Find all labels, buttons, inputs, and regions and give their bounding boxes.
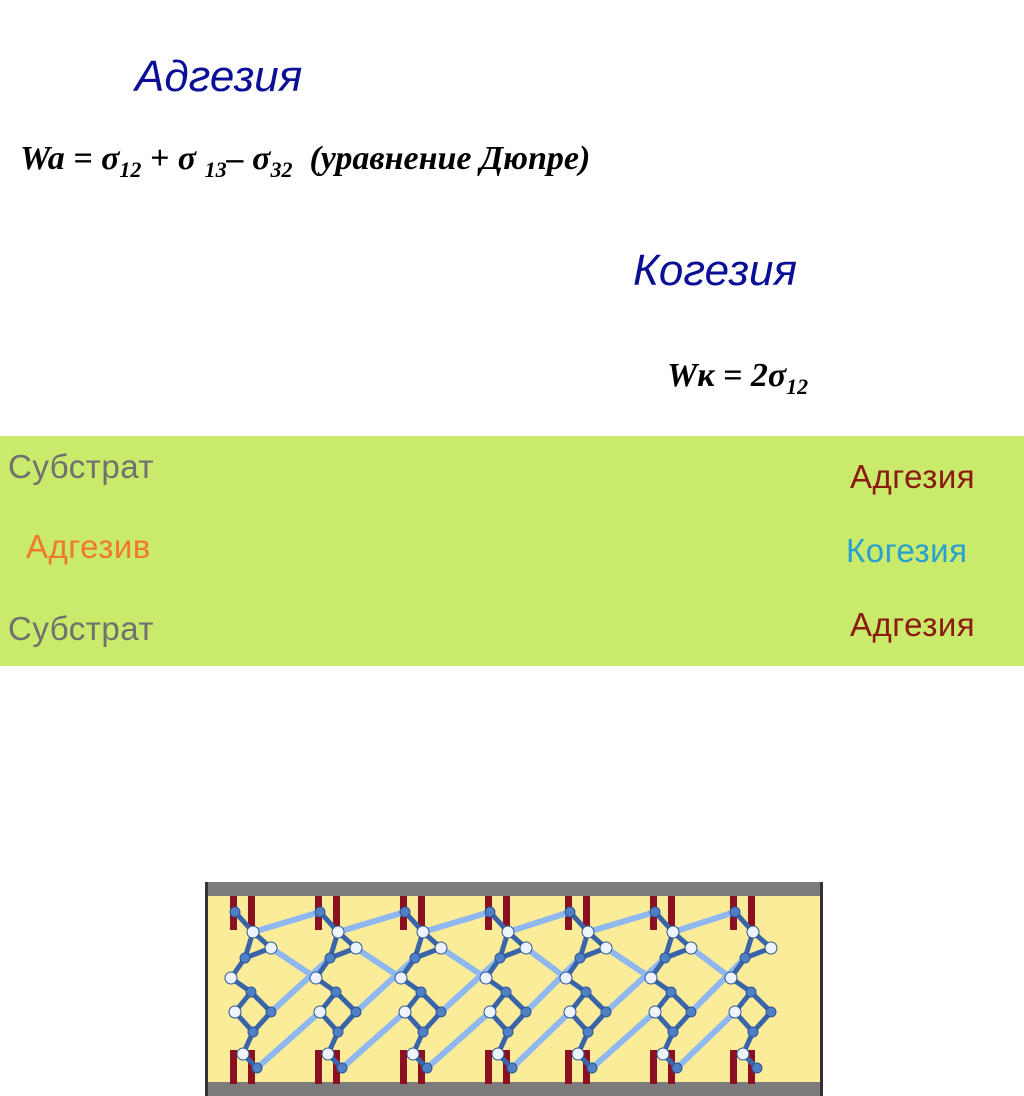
label-adhesive: Адгезив xyxy=(26,528,151,565)
adhesion-diagram: Субстрат Адгезив Субстрат Адгезия Когези… xyxy=(0,436,1024,1096)
eq-minus: – σ xyxy=(226,140,271,177)
adhesion-title: Адгезия xyxy=(135,52,303,101)
cohesion-title: Когезия xyxy=(633,246,798,295)
eq-lhs: Wa = σ xyxy=(20,140,120,177)
eq-plus: + σ xyxy=(141,140,205,177)
label-adhesion-top: Адгезия xyxy=(850,458,976,495)
cohesion-eq-sub: 12 xyxy=(786,374,809,399)
eq-note: (уравнение Дюпре) xyxy=(292,140,591,177)
eq-sub-13: 13 xyxy=(204,157,227,182)
dupre-equation: Wa = σ12 + σ 13– σ32 (уравнение Дюпре) xyxy=(20,140,590,183)
eq-sub-32: 32 xyxy=(270,157,293,182)
adhesive-layer-panel xyxy=(205,882,823,1096)
cohesion-equation: Wк = 2σ12 xyxy=(667,357,808,400)
label-adhesion-bottom: Адгезия xyxy=(850,606,976,643)
label-substrate-bottom: Субстрат xyxy=(8,610,154,647)
label-substrate-top: Субстрат xyxy=(8,448,154,485)
eq-sub-12: 12 xyxy=(119,157,142,182)
label-cohesion: Когезия xyxy=(846,532,968,569)
molecular-network-illustration xyxy=(224,896,778,1084)
cohesion-eq-lhs: Wк = 2σ xyxy=(667,357,787,394)
